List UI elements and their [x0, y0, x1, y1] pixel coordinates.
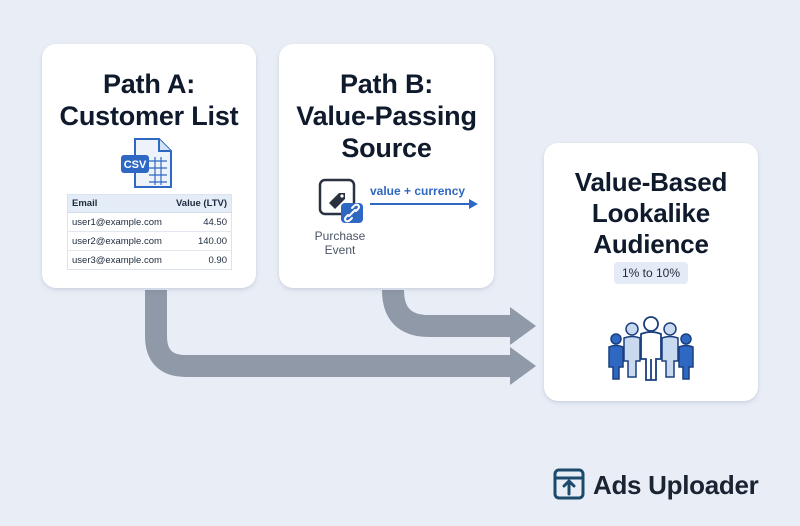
- path-b-title-text: Path B: Value-Passing Source: [296, 69, 477, 163]
- connector-path-a: [145, 290, 512, 377]
- csv-file-icon: CSV: [121, 138, 172, 188]
- connector-arrowhead-a: [510, 347, 536, 385]
- csv-badge-text: CSV: [124, 159, 147, 171]
- value-cell: 140.00: [169, 231, 232, 251]
- customer-ltv-table: Email Value (LTV) user1@example.com 44.5…: [67, 194, 232, 270]
- path-a-card: Path A: Customer List CSV Email Value (L…: [42, 44, 256, 288]
- email-cell: user2@example.com: [67, 231, 170, 251]
- audience-range-badge: 1% to 10%: [614, 262, 688, 284]
- people-group-icon: [608, 316, 694, 381]
- path-a-title-text: Path A: Customer List: [59, 69, 239, 131]
- table-row: user2@example.com 140.00: [67, 231, 232, 251]
- email-cell: user3@example.com: [72, 254, 162, 266]
- audience-title: Value-Based Lookalike Audience: [544, 167, 758, 260]
- audience-title-text: Value-Based Lookalike Audience: [574, 167, 728, 259]
- table-header-row: Email Value (LTV): [67, 194, 232, 213]
- connector-path-b: [382, 289, 512, 337]
- purchase-event-label: Purchase Event: [314, 229, 366, 257]
- table-row: user1@example.com 44.50: [67, 212, 232, 232]
- brand-name: Ads Uploader: [593, 470, 759, 500]
- upload-box-icon: [553, 468, 585, 500]
- column-header-value: Value (LTV): [169, 194, 232, 213]
- value-cell: 44.50: [169, 212, 232, 232]
- email-cell: user1@example.com: [67, 212, 170, 232]
- table-row: user3@example.com 0.90: [68, 251, 232, 270]
- connector-arrowhead-b: [510, 307, 536, 345]
- path-b-title: Path B: Value-Passing Source: [279, 68, 494, 164]
- purchase-event-icon: [318, 178, 363, 223]
- value-cell: 0.90: [208, 254, 228, 266]
- value-currency-label: value + currency: [370, 184, 466, 198]
- right-arrow-icon: [370, 199, 478, 209]
- lookalike-audience-card: Value-Based Lookalike Audience 1% to 10%: [544, 143, 758, 401]
- path-b-card: Path B: Value-Passing Source Purchase Ev…: [279, 44, 494, 288]
- column-header-email: Email: [67, 194, 170, 213]
- path-a-title: Path A: Customer List: [42, 68, 256, 132]
